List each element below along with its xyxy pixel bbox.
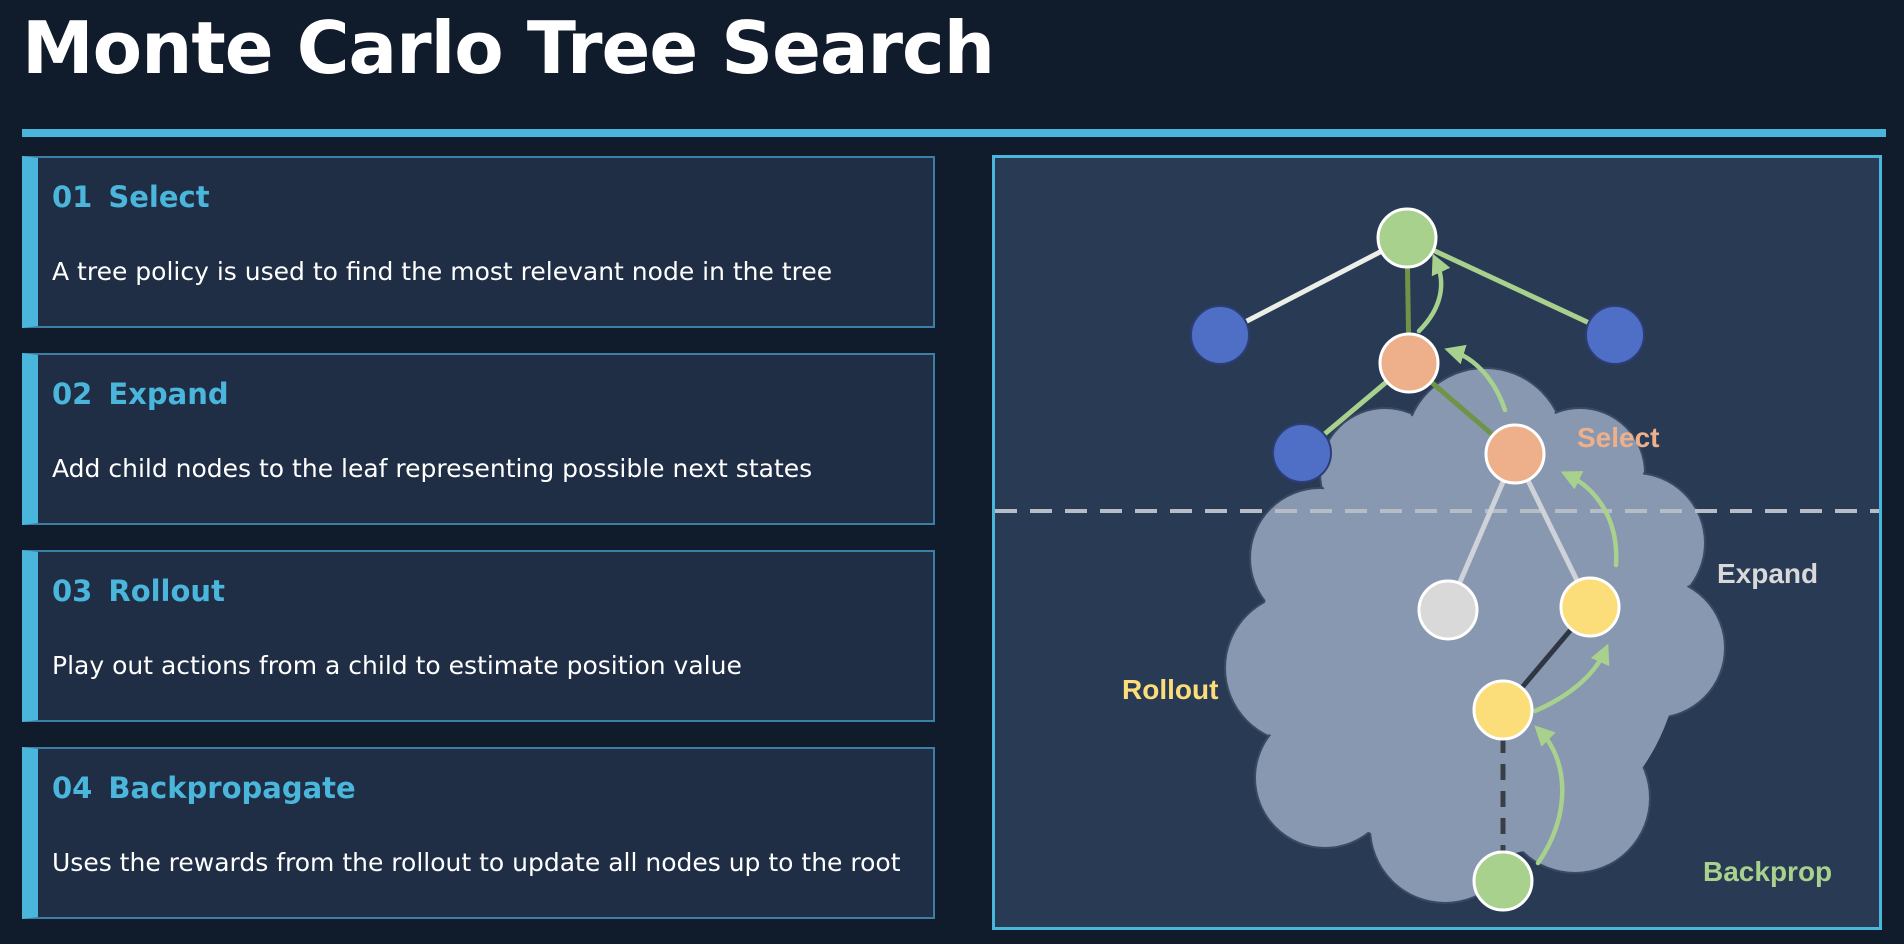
unvisited-node — [1272, 423, 1332, 483]
mcts-tree-svg: Select Expand Rollout Backprop — [995, 207, 1879, 912]
step-title: Backpropagate — [108, 771, 356, 805]
step-description: Uses the rewards from the rollout to upd… — [52, 848, 901, 877]
unvisited-node — [1585, 305, 1645, 365]
step-title: Select — [108, 180, 210, 214]
selected-node — [1378, 332, 1440, 394]
selected-leaf-node — [1484, 423, 1546, 485]
step-title: Rollout — [108, 574, 225, 608]
step-number: 04 — [52, 771, 93, 805]
step-heading: 01 Select — [52, 180, 210, 214]
expanded-rollout-node — [1559, 576, 1621, 638]
label-rollout: Rollout — [1122, 674, 1218, 705]
tree-nodes — [1190, 207, 1645, 912]
step-heading: 04 Backpropagate — [52, 771, 356, 805]
step-card-select: 01 Select A tree policy is used to find t… — [22, 156, 935, 328]
unvisited-node — [1190, 305, 1250, 365]
step-number: 03 — [52, 574, 93, 608]
rollout-node — [1472, 679, 1534, 741]
page-title: Monte Carlo Tree Search — [22, 6, 995, 90]
step-title: Expand — [108, 377, 229, 411]
expanded-node — [1417, 579, 1479, 641]
step-card-rollout: 03 Rollout Play out actions from a child … — [22, 550, 935, 722]
label-expand: Expand — [1717, 558, 1818, 589]
step-card-backpropagate: 04 Backpropagate Uses the rewards from th… — [22, 747, 935, 919]
label-backprop: Backprop — [1703, 856, 1832, 887]
backprop-arrows — [1416, 253, 1619, 866]
mcts-diagram: Select Expand Rollout Backprop — [992, 155, 1882, 930]
steps-list: 01 Select A tree policy is used to find t… — [22, 156, 935, 944]
step-number: 02 — [52, 377, 93, 411]
root-node — [1376, 207, 1438, 269]
step-heading: 02 Expand — [52, 377, 229, 411]
title-underline — [22, 129, 1886, 137]
terminal-node — [1472, 850, 1534, 912]
label-select: Select — [1577, 422, 1660, 453]
step-description: A tree policy is used to find the most r… — [52, 257, 833, 286]
step-description: Play out actions from a child to estimat… — [52, 651, 742, 680]
step-heading: 03 Rollout — [52, 574, 225, 608]
step-number: 01 — [52, 180, 93, 214]
step-card-expand: 02 Expand Add child nodes to the leaf rep… — [22, 353, 935, 525]
step-description: Add child nodes to the leaf representing… — [52, 454, 813, 483]
